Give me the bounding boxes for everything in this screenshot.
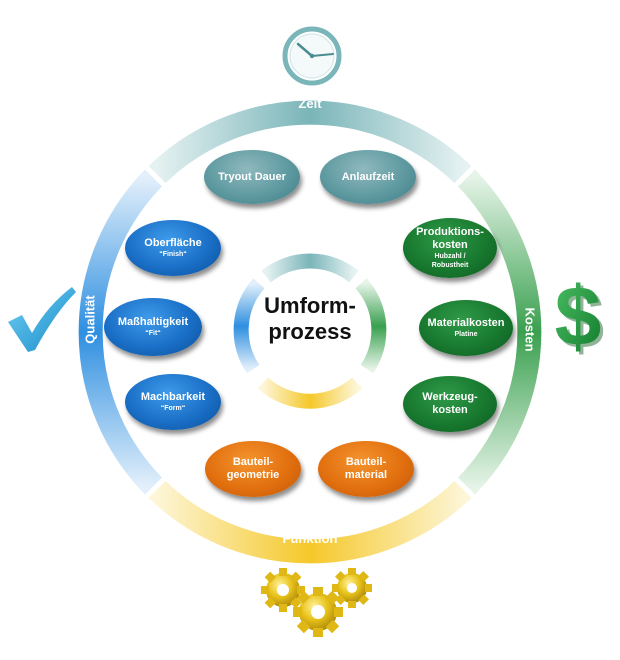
ring-label-funktion: Funktion — [282, 531, 338, 546]
svg-text:$: $ — [558, 272, 605, 366]
inner-ring-right — [355, 278, 387, 374]
node-werkzeugkosten: Werkzeug- kosten — [403, 376, 497, 432]
clock-icon — [282, 26, 342, 86]
node-materialkosten: Materialkosten Platine — [419, 300, 513, 356]
node-tryout-dauer: Tryout Dauer — [204, 150, 300, 204]
svg-text:$: $ — [555, 269, 602, 363]
inner-ring-top — [261, 253, 359, 283]
node-oberflaeche: Oberfläche “Finish“ — [125, 220, 221, 276]
node-produktionskosten: Produktions- kosten Hubzahl / Robustheit — [403, 218, 497, 278]
dollar-sign-icon: $ $ — [555, 269, 605, 366]
ring-segment-funktion — [146, 478, 474, 564]
inner-ring-bottom — [257, 377, 363, 409]
ring-segment-zeit — [146, 100, 474, 186]
ring-label-kosten: Kosten — [522, 307, 538, 352]
node-masshaltigkeit: Maßhaltigkeit “Fit“ — [104, 298, 202, 356]
center-title-line1: Umform- — [264, 293, 356, 318]
ring-label-zeit: Zeit — [298, 96, 322, 111]
inner-ring-left — [233, 278, 265, 374]
ring-segment-qualitaet — [78, 168, 164, 496]
ring-segment-kosten — [456, 168, 542, 496]
center-title-line2: prozess — [268, 319, 352, 344]
ring-label-qualitaet: Qualität — [82, 295, 98, 344]
center-title: Umform- prozess — [250, 293, 370, 345]
node-machbarkeit: Machbarkeit “Form“ — [125, 374, 221, 430]
node-bauteilgeometrie: Bauteil- geometrie — [205, 441, 301, 497]
gears-icon — [261, 568, 372, 637]
checkmark-icon — [8, 287, 76, 352]
node-anlaufzeit: Anlaufzeit — [320, 150, 416, 204]
node-bauteilmaterial: Bauteil- material — [318, 441, 414, 497]
